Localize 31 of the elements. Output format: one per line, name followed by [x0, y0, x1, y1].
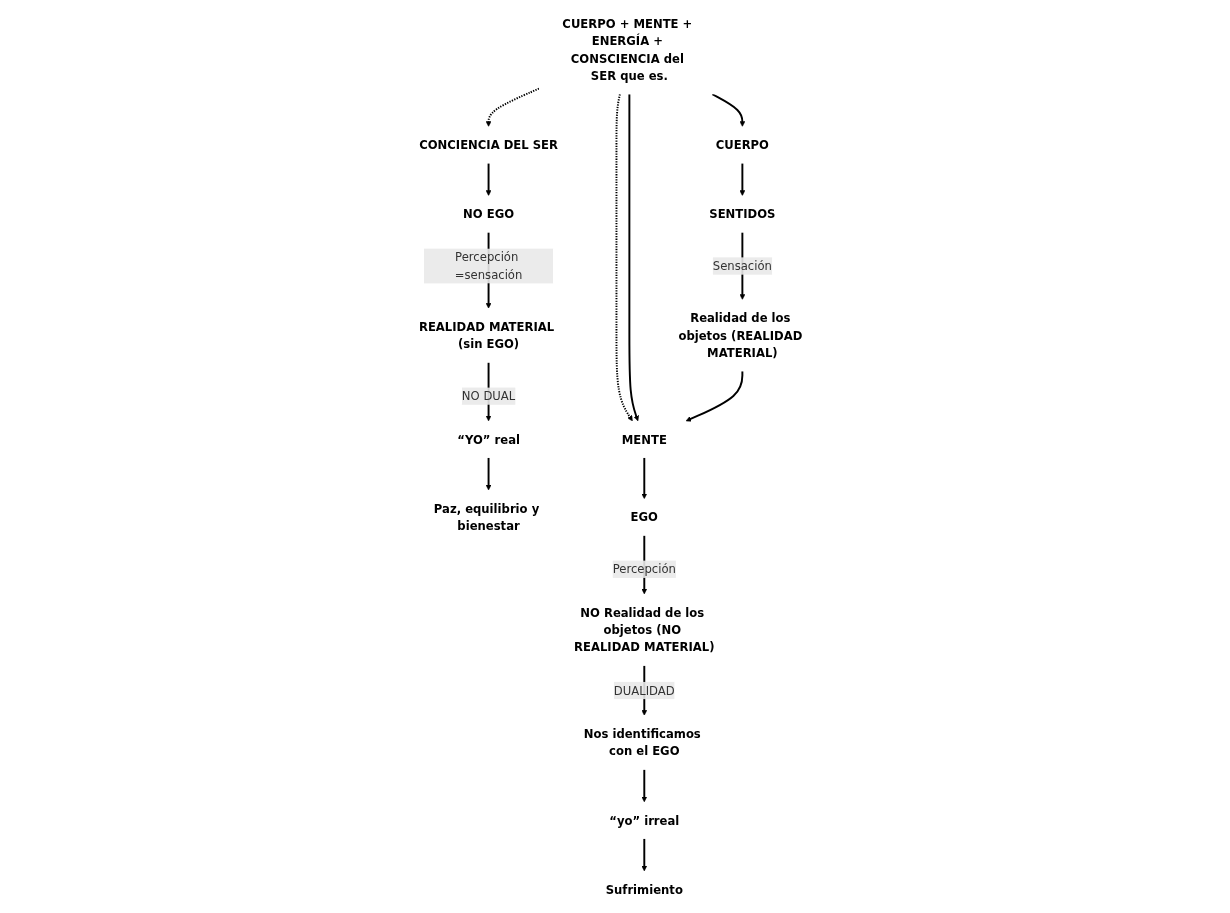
node-text: Paz, equilibrio y bienestar	[433, 501, 539, 533]
arrow	[485, 87, 540, 127]
node-text: Nos identificamos con el EGO	[583, 727, 701, 759]
edge-label: DUALIDAD	[613, 683, 675, 698]
arrow	[739, 162, 745, 196]
edge-label: Sensación	[712, 259, 772, 273]
arrow	[641, 768, 647, 803]
arrow	[627, 93, 639, 422]
node-text: CUERPO + MENTE + ENERGÍA + CONSCIENCIA del SER que es.	[561, 16, 692, 83]
arrow	[710, 93, 745, 127]
arrow	[615, 93, 633, 422]
node-text: CONCIENCIA DEL SER	[418, 138, 558, 152]
node-text: NO EGO	[462, 207, 514, 221]
edge-label: Percepción =sensación	[454, 250, 522, 282]
node-text: MENTE	[621, 432, 667, 447]
node-text: Realidad de los objetos (REALIDAD MATERIAL)	[677, 311, 802, 360]
arrow	[485, 456, 491, 491]
edge-label: Percepción	[612, 562, 676, 576]
arrow	[641, 837, 647, 872]
edge-label: NO DUAL	[461, 389, 515, 403]
node-text: NO Realidad de los objetos (NO REALIDAD MATERIAL)	[573, 605, 715, 655]
arrow	[685, 370, 743, 422]
arrow	[641, 456, 647, 500]
node-text: Sufrimiento	[605, 882, 683, 897]
node-text: SENTIDOS	[708, 207, 775, 221]
node-text: “yo” irreal	[608, 813, 679, 828]
node-text: REALIDAD MATERIAL (sin EGO)	[418, 319, 554, 351]
node-text: EGO	[630, 510, 658, 524]
node-text: “YO” real	[456, 432, 520, 447]
node-text: CUERPO	[715, 138, 769, 152]
arrow	[485, 162, 491, 196]
